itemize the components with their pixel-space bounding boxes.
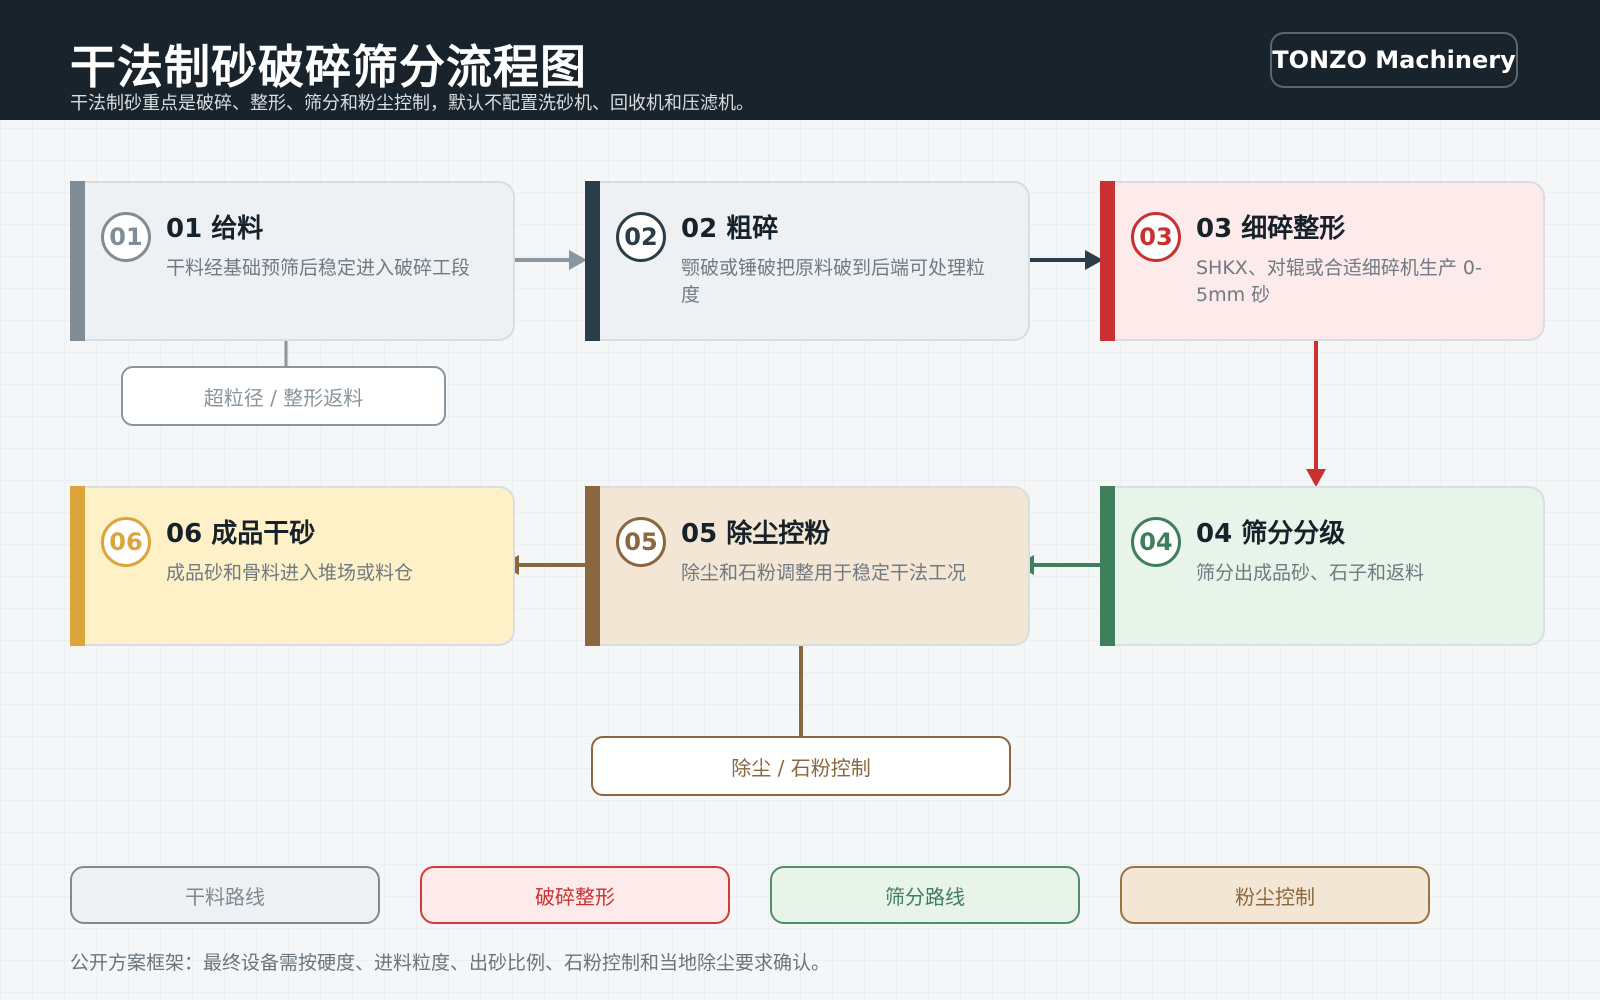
- return-material-label: 超粒径 / 整形返料: [121, 366, 446, 426]
- step-box-02: 02 02 粗碎 颚破或锤破把原料破到后端可处理粒度: [585, 181, 1030, 341]
- step-title: 01 给料: [166, 214, 264, 244]
- step-number-badge: 03: [1131, 212, 1181, 262]
- step-box-05: 05 05 除尘控粉 除尘和石粉调整用于稳定干法工况: [585, 486, 1030, 646]
- legend-dry-route: 干料路线: [70, 866, 380, 924]
- step-title: 06 成品干砂: [166, 519, 316, 549]
- step-accent-bar: [70, 486, 85, 646]
- step-description: 成品砂和骨料进入堆场或料仓: [166, 562, 414, 584]
- header-bar: 干法制砂破碎筛分流程图 干法制砂重点是破碎、整形、筛分和粉尘控制，默认不配置洗砂…: [0, 0, 1600, 120]
- step-accent-bar: [1100, 486, 1115, 646]
- step-title: 03 细碎整形: [1196, 214, 1346, 244]
- step-title: 04 筛分分级: [1196, 519, 1346, 549]
- legend-crushing-shaping: 破碎整形: [420, 866, 730, 924]
- step-number-badge: 02: [616, 212, 666, 262]
- step-number-badge: 04: [1131, 517, 1181, 567]
- step-description: 干料经基础预筛后稳定进入破碎工段: [166, 257, 471, 279]
- step-description: 颚破或锤破把原料破到后端可处理粒度: [681, 257, 986, 306]
- step-accent-bar: [70, 181, 85, 341]
- step-number-badge: 06: [101, 517, 151, 567]
- step-description: 除尘和石粉调整用于稳定干法工况: [681, 562, 967, 584]
- legend-dust-control: 粉尘控制: [1120, 866, 1430, 924]
- step-box-06: 06 06 成品干砂 成品砂和骨料进入堆场或料仓: [70, 486, 515, 646]
- arrowhead-01-02: [569, 250, 587, 270]
- step-box-04: 04 04 筛分分级 筛分出成品砂、石子和返料: [1100, 486, 1545, 646]
- page-title: 干法制砂破碎筛分流程图: [70, 40, 587, 94]
- step-description: 筛分出成品砂、石子和返料: [1196, 562, 1425, 584]
- step-number-badge: 01: [101, 212, 151, 262]
- step-box-03: 03 03 细碎整形 SHKX、对辊或合适细碎机生产 0-5mm 砂: [1100, 181, 1545, 341]
- dust-control-label: 除尘 / 石粉控制: [591, 736, 1011, 796]
- page-subtitle: 干法制砂重点是破碎、整形、筛分和粉尘控制，默认不配置洗砂机、回收机和压滤机。: [70, 93, 754, 114]
- arrowhead-03-04: [1306, 469, 1326, 487]
- step-accent-bar: [585, 181, 600, 341]
- step-number-badge: 05: [616, 517, 666, 567]
- step-title: 05 除尘控粉: [681, 519, 831, 549]
- step-accent-bar: [585, 486, 600, 646]
- legend-screening-route: 筛分路线: [770, 866, 1080, 924]
- step-accent-bar: [1100, 181, 1115, 341]
- step-description: SHKX、对辊或合适细碎机生产 0-5mm 砂: [1196, 257, 1482, 306]
- arrowhead-02-03: [1085, 250, 1103, 270]
- footnote: 公开方案框架：最终设备需按硬度、进料粒度、出砂比例、石粉控制和当地除尘要求确认。: [70, 952, 831, 974]
- step-box-01: 01 01 给料 干料经基础预筛后稳定进入破碎工段: [70, 181, 515, 341]
- step-title: 02 粗碎: [681, 214, 779, 244]
- brand-badge: TONZO Machinery: [1270, 32, 1518, 88]
